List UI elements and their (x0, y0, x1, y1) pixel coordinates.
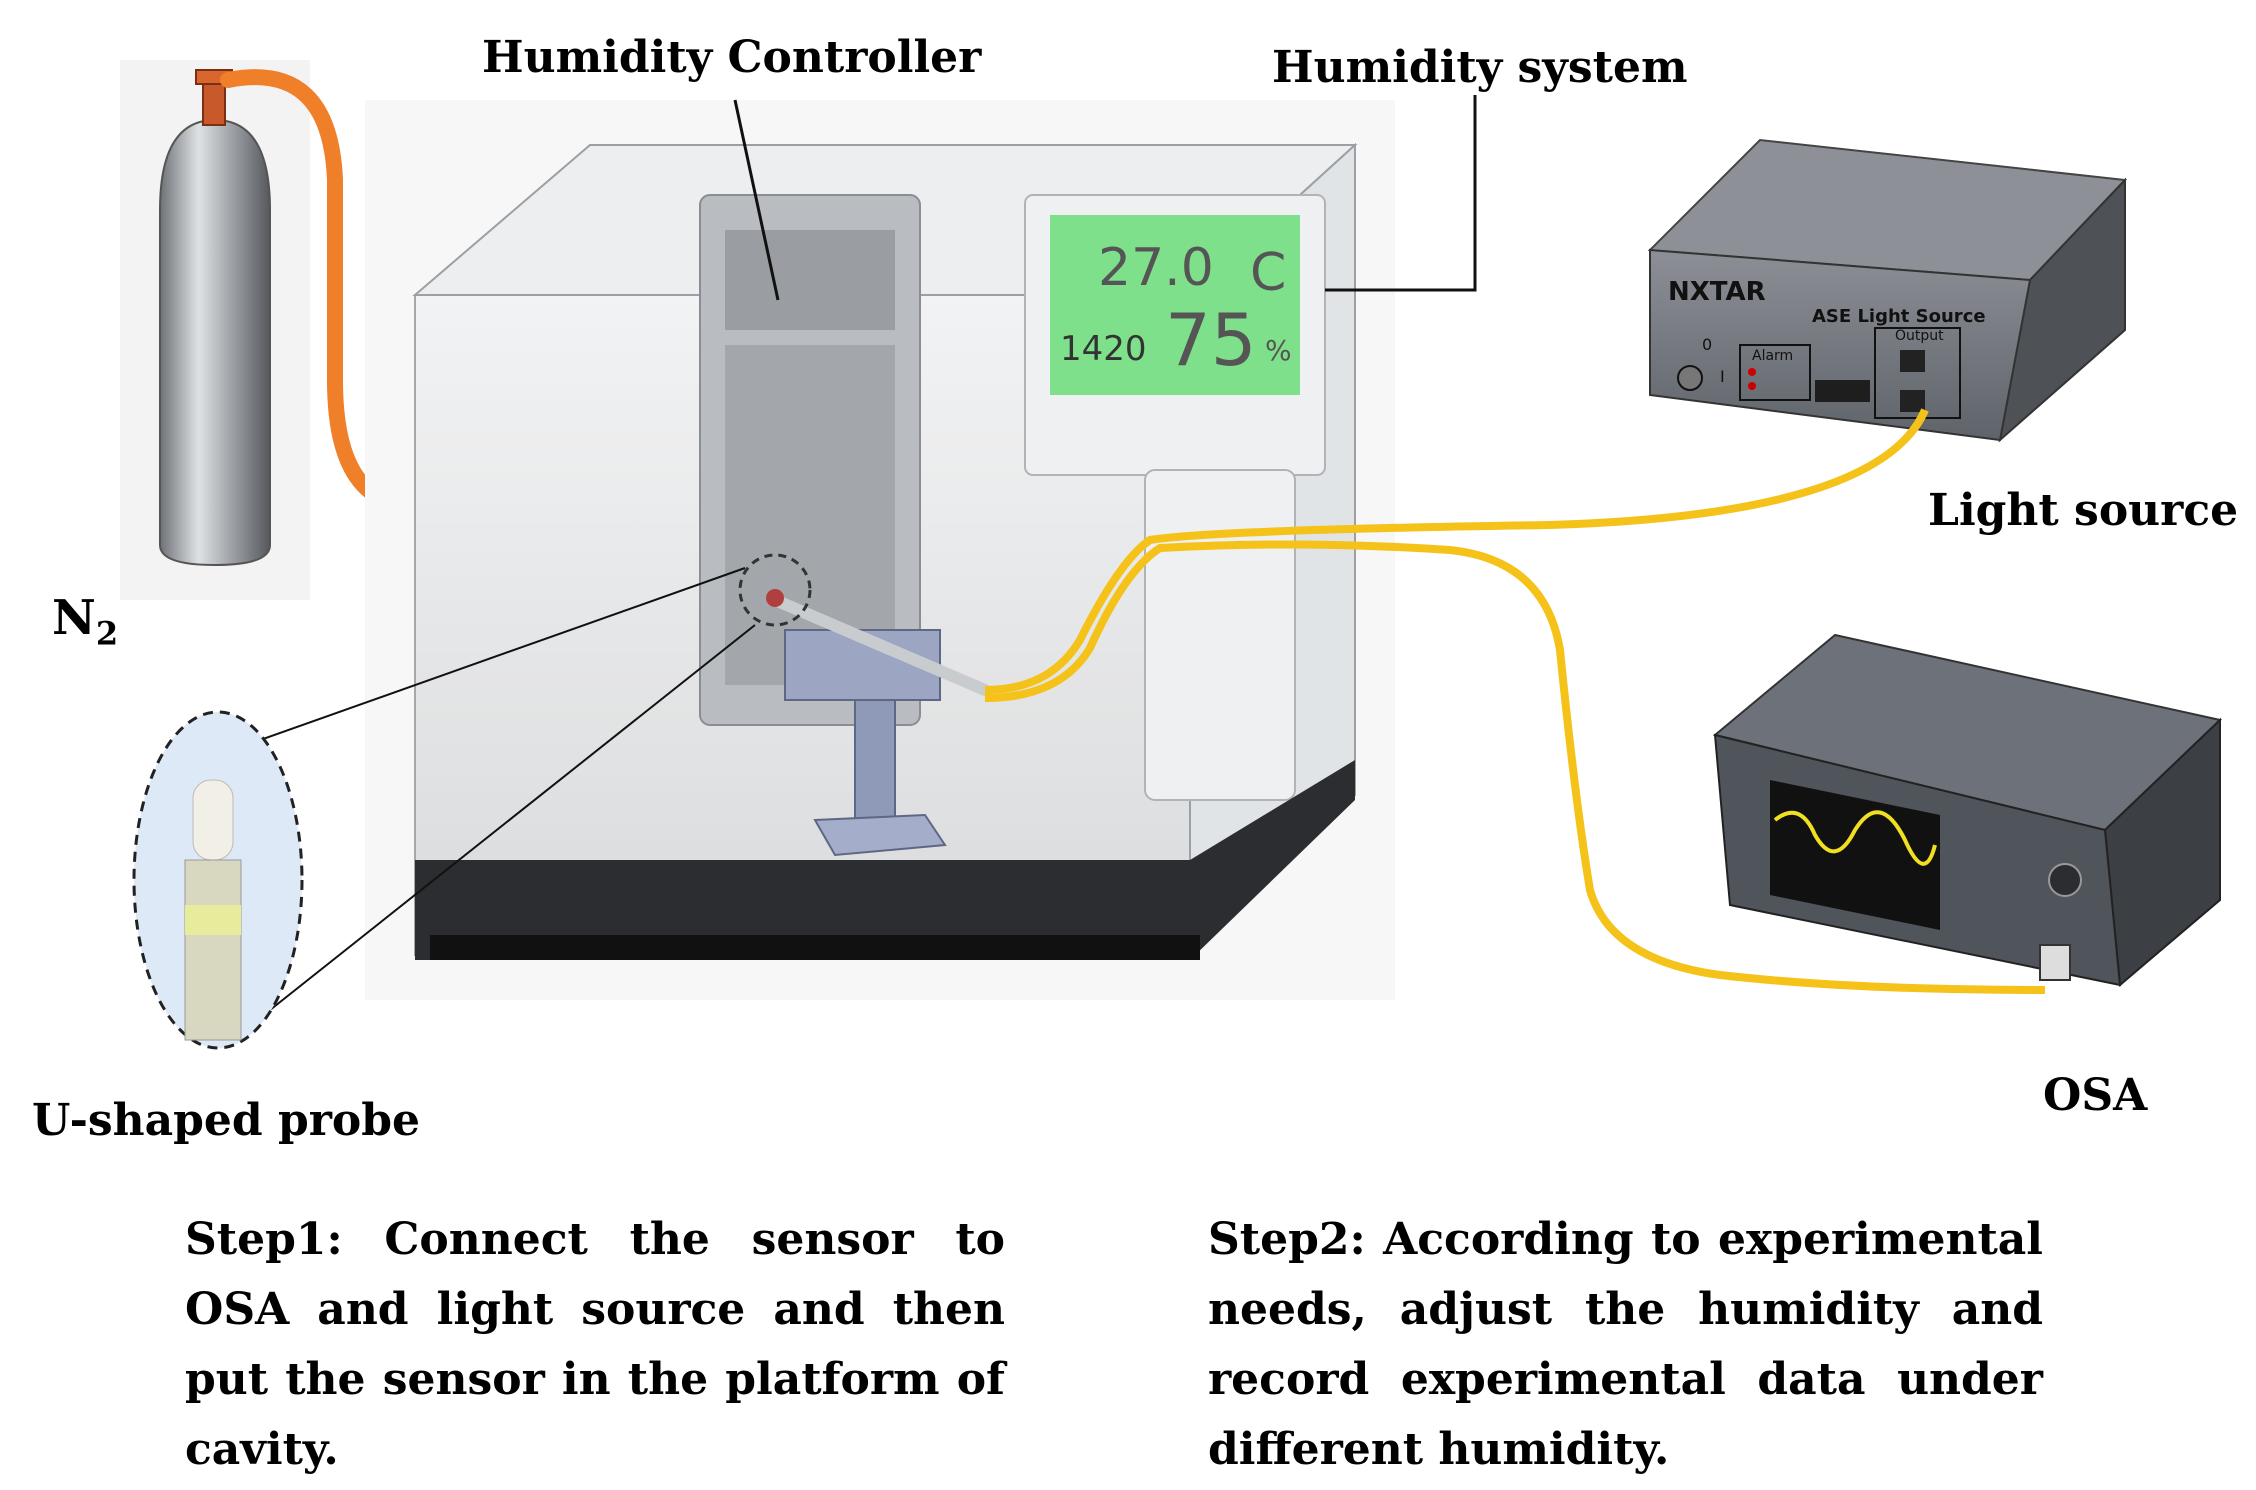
humidity-display: 27.0 C 1420 75 % (1060, 238, 1292, 382)
step-1-text: Step1: Connect the sensor to OSA and lig… (185, 1214, 1005, 1475)
label-n2-sub: 2 (95, 614, 119, 653)
fiber-to-osa (984, 540, 2046, 994)
light-source-brand: NXTAR (1668, 277, 1766, 307)
light-source-device: NXTAR ASE Light Source Output Alarm 0 I (1647, 138, 2128, 443)
light-source-alarm-label: Alarm (1752, 348, 1793, 364)
osa-trace (1773, 810, 1937, 866)
osa-device (1712, 633, 2223, 988)
fiber-to-light-source (984, 408, 1929, 694)
label-n2: N2 (52, 590, 118, 653)
light-source-key-switch (1677, 365, 1703, 391)
leader-lines (733, 95, 1477, 301)
light-source-output-label: Output (1895, 328, 1944, 344)
display-humidity-value: 75 (1165, 298, 1257, 382)
probe-highlight-circle (738, 553, 812, 627)
n2-gas-cylinder (120, 60, 310, 600)
label-light-source: Light source (1928, 485, 2239, 536)
osa-knob (2048, 863, 2082, 897)
humidity-chamber (365, 100, 1395, 1000)
step-2-text: Step2: According to experimental needs, … (1208, 1214, 2043, 1475)
light-source-switch-on: I (1720, 367, 1725, 386)
label-u-shaped-probe: U-shaped probe (32, 1095, 421, 1146)
light-source-model: ASE Light Source (1812, 306, 1986, 327)
label-humidity-system: Humidity system (1272, 42, 1688, 93)
optical-fibers (984, 408, 2046, 994)
display-humidity-unit: % (1265, 334, 1292, 367)
light-source-switch-off: 0 (1702, 335, 1712, 354)
label-osa: OSA (2043, 1070, 2148, 1121)
label-humidity-controller: Humidity Controller (482, 32, 982, 83)
u-shaped-probe-zoom (132, 567, 756, 1050)
display-temperature: 27.0 (1098, 238, 1214, 298)
osa-screen (1770, 780, 1940, 930)
display-temp-unit: C (1250, 243, 1286, 303)
display-counter: 1420 (1060, 329, 1147, 369)
label-n2-main: N (52, 590, 96, 646)
